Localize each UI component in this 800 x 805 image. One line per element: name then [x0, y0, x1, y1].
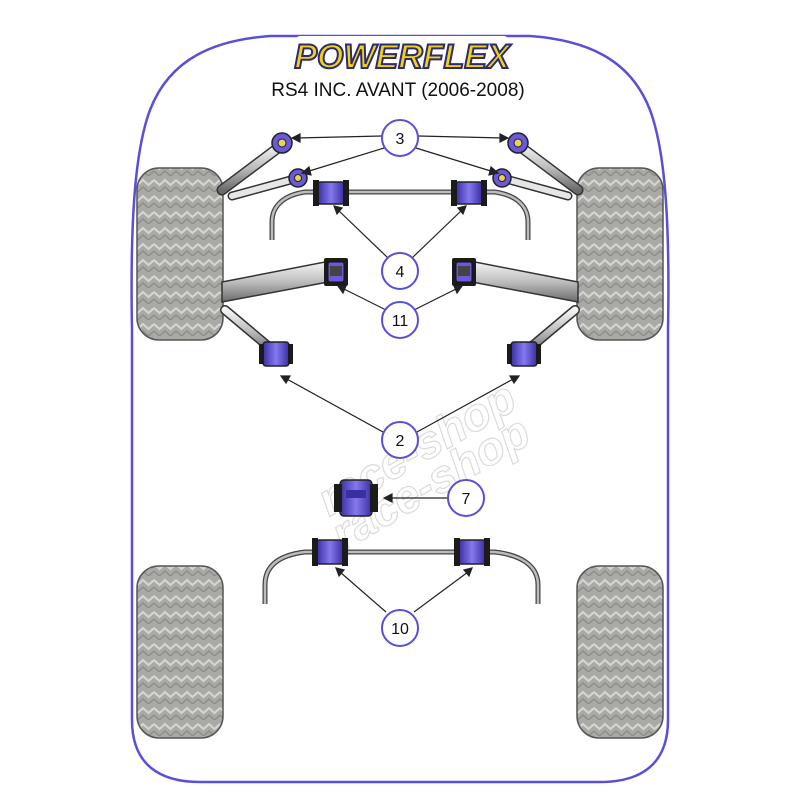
front-upper-links — [216, 139, 584, 201]
front-arb-bush-left — [313, 180, 349, 206]
front-arb-bush-right — [451, 180, 487, 206]
callout-10-label: 10 — [391, 621, 409, 638]
front-anti-roll-bar — [269, 189, 531, 240]
watermark: race-shop race-shop — [307, 370, 539, 560]
callout-4-label: 4 — [396, 264, 405, 281]
page-title: RS4 INC. AVANT (2006-2008) — [271, 80, 524, 101]
callout-3: 3 — [381, 119, 419, 157]
callout-7-label: 7 — [462, 491, 471, 508]
front-lower-arm-bush-left — [324, 258, 348, 286]
callout-4: 4 — [381, 252, 419, 290]
callout-11-label: 11 — [392, 313, 409, 330]
rear-right-tyre — [576, 565, 664, 739]
callout-2-label: 2 — [396, 433, 405, 450]
front-left-tyre — [136, 167, 224, 341]
brand-name: POWERFLEX — [294, 38, 512, 76]
callout-2: 2 — [381, 421, 419, 459]
rear-left-tyre — [136, 565, 224, 739]
centre-mount-bush — [334, 479, 378, 517]
rear-arb-bush-left — [312, 538, 348, 566]
powerflex-logo: POWERFLEX — [293, 36, 513, 77]
leader-lines — [279, 133, 521, 613]
callout-10: 10 — [381, 609, 419, 647]
callout-7: 7 — [447, 479, 485, 517]
rear-anti-roll-bar — [262, 549, 541, 604]
callout-3-label: 3 — [396, 131, 405, 148]
front-right-tyre — [576, 167, 664, 341]
front-lower-arm-bush-right — [452, 258, 476, 286]
front-track-arm-bush-left — [259, 341, 293, 367]
front-track-arm-bush-right — [507, 341, 541, 367]
car-body-outline — [130, 34, 670, 784]
rear-arb-bush-right — [454, 538, 490, 566]
callout-11: 11 — [381, 301, 419, 339]
